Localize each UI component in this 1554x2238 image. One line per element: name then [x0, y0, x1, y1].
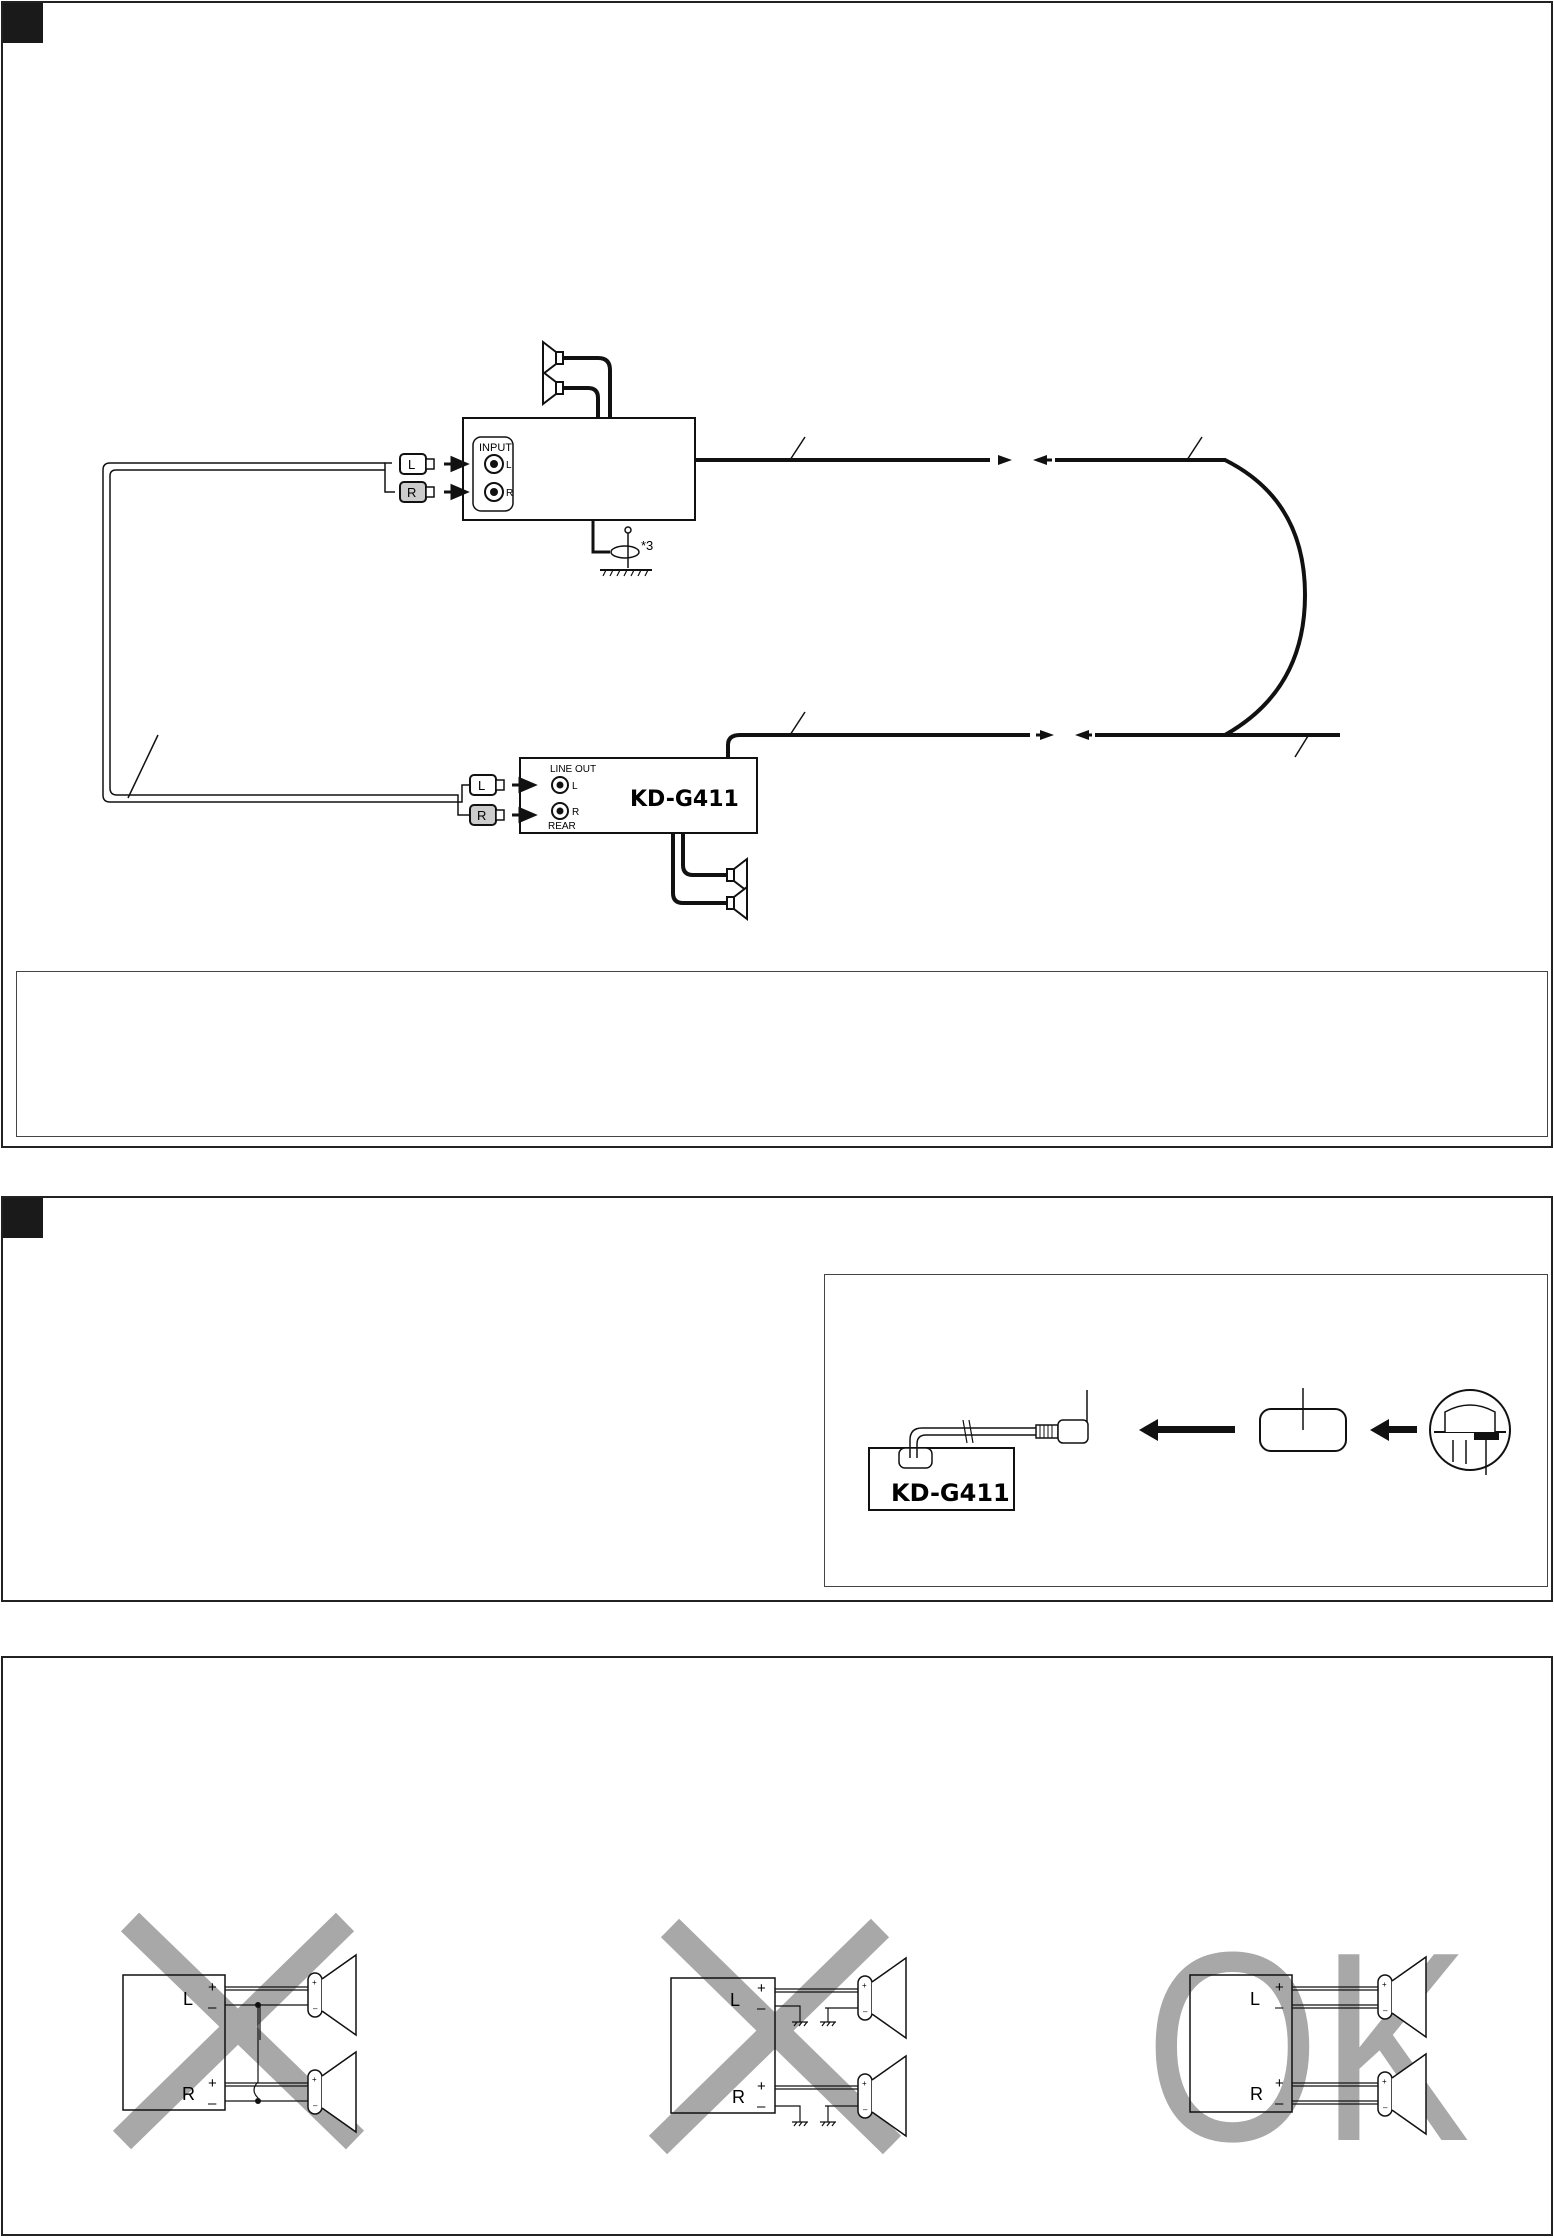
- adapter-plug: [1035, 1390, 1089, 1444]
- line-out-l-label: L: [572, 781, 578, 792]
- remote-lead-upper: [695, 436, 1340, 737]
- arrow-to-head-unit: [1139, 1419, 1235, 1441]
- adapter-cable: [909, 1419, 1036, 1458]
- amp-input-l-label: L: [506, 460, 512, 471]
- svg-text:+: +: [757, 1980, 766, 1997]
- amp-input-r-label: R: [506, 488, 513, 499]
- svg-text:–: –: [1275, 1999, 1284, 2016]
- section2-head-unit-model: KD-G411: [891, 1479, 1010, 1507]
- remote-lead-lower: [726, 711, 1309, 760]
- amp-speaker-wires: [563, 356, 612, 418]
- rca-plug-l-amp-label: L: [408, 457, 415, 472]
- svg-text:–: –: [208, 1999, 217, 2016]
- amplifier-connection-diagram: INPUT L R *3: [102, 341, 1340, 920]
- rca-plug-l-head-label: L: [478, 778, 485, 793]
- cross-mark-2b: [648, 1918, 890, 2155]
- head-unit-speaker-wires: [671, 833, 727, 905]
- d1-label-l: L: [183, 1989, 193, 2009]
- rca-plug-r-amp: R: [399, 481, 470, 503]
- d3-label-r: R: [1250, 2084, 1263, 2104]
- d2-label-l: L: [730, 1990, 740, 2010]
- svg-text:+: +: [1275, 1979, 1284, 1996]
- line-out-r-label: R: [572, 807, 579, 818]
- svg-text:+: +: [208, 2075, 217, 2092]
- wiring-diagram-1: L + – R + –: [112, 1912, 365, 2150]
- head-unit: LINE OUT L R REAR KD-G411: [519, 757, 758, 834]
- ok-mark: OK: [1145, 1897, 1470, 2198]
- amplifier-unit: INPUT L R: [462, 417, 696, 521]
- wiring-diagram-2: L + – R + –: [648, 1918, 907, 2155]
- d3-label-l: L: [1250, 1989, 1260, 2009]
- connector-arrows-upper: [998, 455, 1052, 465]
- svg-text:–: –: [1275, 2095, 1284, 2112]
- wiring-diagram-3: OK L + – R + –: [1145, 1897, 1470, 2198]
- section-3-panel: [1, 1656, 1553, 2236]
- rca-plug-l-amp: L: [399, 453, 470, 475]
- section-1-tab: [3, 3, 43, 43]
- rca-plug-r-amp-label: R: [407, 485, 416, 500]
- rca-cable: [102, 462, 455, 803]
- head-unit-model: KD-G411: [630, 787, 739, 812]
- section-1-panel: [1, 1, 1553, 1148]
- d2-label-r: R: [732, 2087, 745, 2107]
- svg-text:+: +: [208, 1979, 217, 1996]
- section-2-tab: [3, 1198, 43, 1238]
- ground-note: *3: [641, 538, 653, 553]
- section-2-panel: [1, 1196, 1553, 1602]
- rca-plug-r-head-label: R: [477, 808, 486, 823]
- section-1-note-box: [16, 971, 1548, 1137]
- svg-text:–: –: [208, 2095, 217, 2112]
- svg-text:+: +: [757, 2078, 766, 2095]
- connector-arrows-lower: [1036, 730, 1092, 740]
- remote-adapter-diagram: KD-G411: [868, 1388, 1511, 1511]
- svg-text:+: +: [1275, 2075, 1284, 2092]
- cross-mark-1b: [112, 1912, 355, 2150]
- line-out-rear-label: REAR: [548, 821, 576, 832]
- remote-adapter: [1259, 1388, 1347, 1452]
- round-connector: [1429, 1389, 1511, 1475]
- section-2-diagram-box: [824, 1274, 1548, 1587]
- svg-text:–: –: [757, 2098, 766, 2115]
- section2-head-unit: KD-G411: [868, 1447, 1015, 1511]
- head-unit-line-out-label: LINE OUT: [550, 764, 596, 775]
- arrow-to-adapter: [1370, 1419, 1417, 1441]
- amp-ground: *3: [591, 520, 653, 577]
- rca-plug-r-head: R: [455, 794, 538, 826]
- svg-text:–: –: [757, 2000, 766, 2017]
- d1-label-r: R: [182, 2084, 195, 2104]
- amp-input-label: INPUT: [479, 442, 512, 454]
